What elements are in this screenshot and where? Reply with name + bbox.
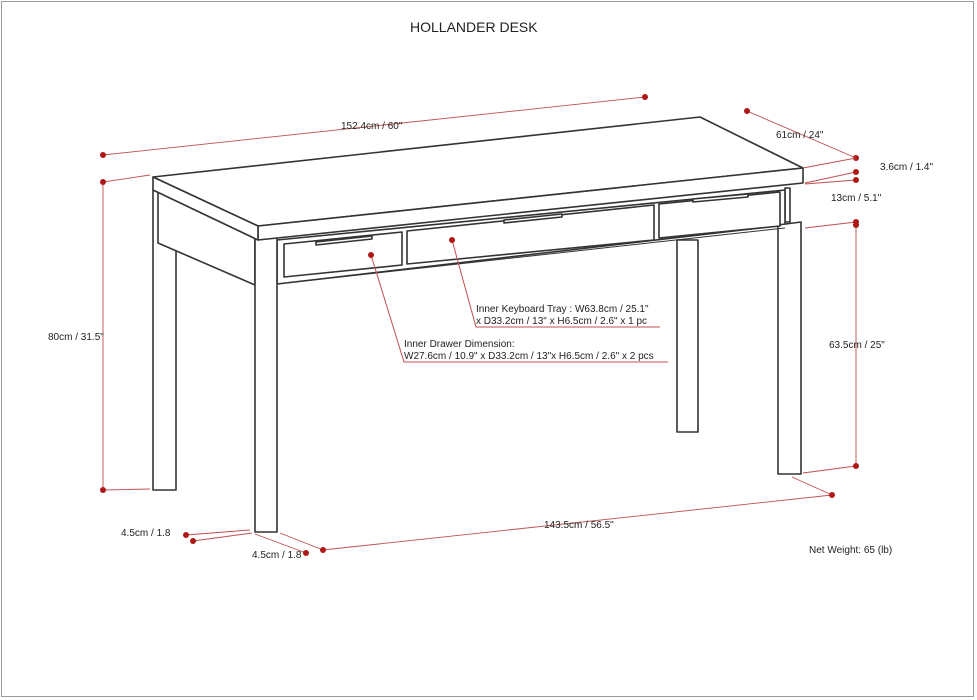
apron-bottom-line <box>276 227 786 285</box>
drawer-leader <box>370 254 668 363</box>
clearance-height-label: 63.5cm / 25" <box>829 340 885 351</box>
desk-drawing <box>152 116 804 533</box>
dim-dot <box>744 108 750 114</box>
dim-dot <box>303 550 309 556</box>
dim-dot <box>829 492 835 498</box>
dim-dot <box>853 177 859 183</box>
dimension-lines <box>100 94 859 556</box>
net-weight-label: Net Weight: 65 (lb) <box>809 545 892 556</box>
dim-dot <box>100 179 106 185</box>
keyboard-tray-leader-dot <box>449 237 455 243</box>
dim-dot <box>190 538 196 544</box>
front-left-leg <box>254 235 278 533</box>
dim-dot <box>853 169 859 175</box>
keyboard-tray-callout-line2: x D33.2cm / 13" x H6.5cm / 2.6" x 1 pc <box>476 316 647 327</box>
dim-dot <box>320 547 326 553</box>
diagram-title: HOLLANDER DESK <box>410 19 538 35</box>
dim-dot <box>642 94 648 100</box>
dim-dot <box>853 222 859 228</box>
leg-depth-label: 4.5cm / 1.8 <box>121 528 171 539</box>
apron-height-label: 13cm / 5.1" <box>831 193 882 204</box>
overall-width-label: 152.4cm / 60" <box>341 121 403 132</box>
dim-dot <box>853 463 859 469</box>
left-drawer-front <box>283 231 403 278</box>
callout-leaders <box>368 237 668 363</box>
leg-width-label: 4.5cm / 1.8 <box>252 550 302 561</box>
inner-leg-span-label: 143.5cm / 56.5" <box>544 520 614 531</box>
drawer-callout-line2: W27.6cm / 10.9" x D33.2cm / 13"x H6.5cm … <box>404 351 654 362</box>
dim-dot <box>183 532 189 538</box>
top-thickness-label: 3.6cm / 1.4" <box>880 162 933 173</box>
keyboard-tray-callout-line1: Inner Keyboard Tray : W63.8cm / 25.1" <box>476 304 649 315</box>
front-right-leg <box>777 221 802 475</box>
desk-top-side-edge <box>152 176 259 241</box>
dim-dot <box>100 487 106 493</box>
overall-height-label: 80cm / 31.5" <box>48 332 104 343</box>
depth-label: 61cm / 24" <box>776 130 824 141</box>
back-right-leg <box>676 239 699 433</box>
keyboard-tray-pull <box>503 213 563 224</box>
dim-dot <box>100 152 106 158</box>
keyboard-tray-front <box>406 204 655 265</box>
right-drawer-pull <box>692 193 749 203</box>
drawer-leader-dot <box>368 252 374 258</box>
left-drawer-pull <box>315 235 373 246</box>
keyboard-tray-leader <box>451 239 660 328</box>
drawer-callout-line1: Inner Drawer Dimension: <box>404 339 515 350</box>
